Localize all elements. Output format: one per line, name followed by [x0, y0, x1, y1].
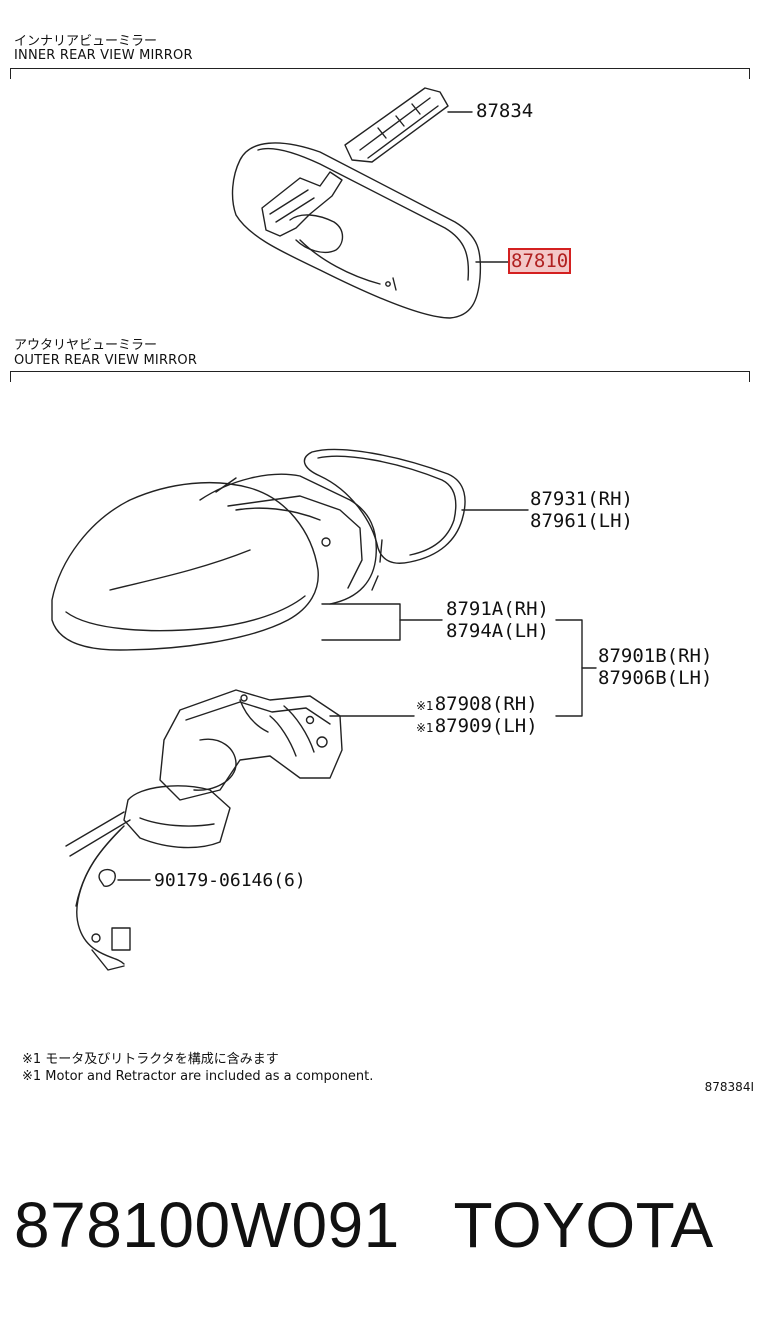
- inner-section-title-jp: インナリアビューミラー: [14, 34, 158, 49]
- part-label-8794A[interactable]: 8794A(LH): [446, 620, 549, 642]
- footer-caption: 878100W091 TOYOTA: [14, 1188, 714, 1262]
- diagram-code: 878384I: [704, 1080, 754, 1094]
- inner-section-title-en: INNER REAR VIEW MIRROR: [14, 48, 193, 63]
- part-label-8791A[interactable]: 8791A(RH): [446, 598, 549, 620]
- mirror-glass-drawing: [303, 448, 466, 564]
- mirror-cover-drawing: [344, 87, 449, 163]
- part-label-90179[interactable]: 90179-06146(6): [154, 870, 306, 891]
- part-label-87834[interactable]: 87834: [476, 100, 534, 122]
- footer-part-number: 878100W091: [14, 1189, 400, 1261]
- footnote-en: ※1 Motor and Retractor are included as a…: [22, 1069, 374, 1084]
- note-reference-mark: ※1: [416, 721, 434, 735]
- part-number-87909[interactable]: 87909(LH): [434, 715, 538, 737]
- mirror-actuator-drawing: [159, 689, 343, 801]
- outer-section-bracket: [10, 371, 750, 382]
- footer-brand: TOYOTA: [453, 1189, 714, 1261]
- leader-lines: [117, 111, 597, 881]
- highlighted-part-number[interactable]: 87810: [507, 248, 572, 274]
- part-label-87901B[interactable]: 87901B(RH): [598, 645, 713, 667]
- inner-section-bracket: [10, 68, 750, 79]
- outer-section-title-jp: アウタリヤビューミラー: [14, 338, 158, 353]
- part-label-87810[interactable]: 87810: [507, 248, 572, 274]
- part-label-87931[interactable]: 87931(RH): [530, 488, 633, 510]
- mirror-housing-drawing: [51, 473, 383, 651]
- part-label-87908[interactable]: ※187908(RH): [416, 693, 538, 715]
- inner-mirror-drawing: [231, 142, 482, 319]
- part-number-87908[interactable]: 87908(RH): [434, 693, 538, 715]
- outer-section-title-en: OUTER REAR VIEW MIRROR: [14, 353, 198, 368]
- part-label-87961[interactable]: 87961(LH): [530, 510, 633, 532]
- part-label-87906B[interactable]: 87906B(LH): [598, 667, 713, 689]
- note-reference-mark: ※1: [416, 699, 434, 713]
- footnote-jp: ※1 モータ及びリトラクタを構成に含みます: [22, 1052, 279, 1067]
- part-label-87909[interactable]: ※187909(LH): [416, 715, 538, 737]
- mirror-base-harness-drawing: [65, 785, 231, 971]
